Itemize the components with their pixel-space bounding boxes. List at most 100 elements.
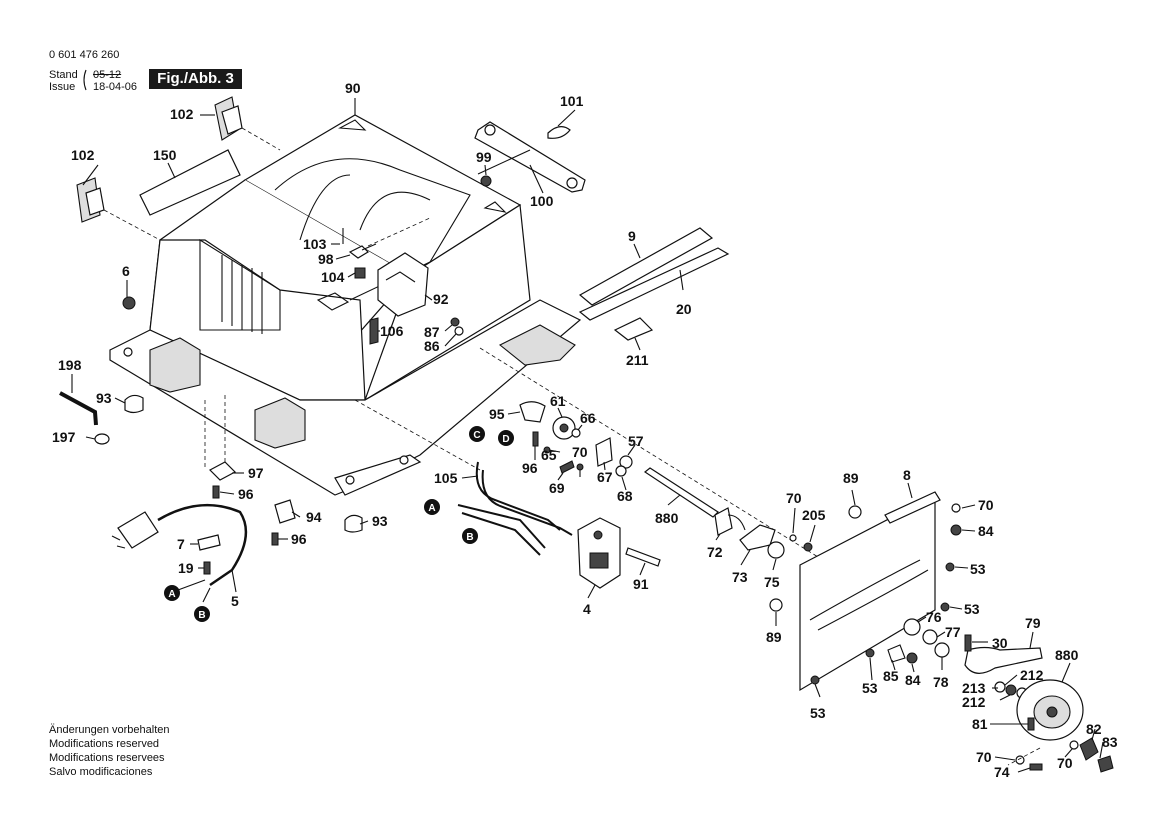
callout: 75 <box>764 574 780 590</box>
callout: 8 <box>903 467 911 483</box>
pivot-parts <box>714 507 813 559</box>
callout-labels: 90 102 102 150 101 99 100 103 98 104 92 … <box>52 80 1118 780</box>
callout: 84 <box>978 523 994 539</box>
label-150 <box>139 149 241 216</box>
callout: 102 <box>71 147 95 163</box>
callout: 93 <box>372 513 388 529</box>
callout: 102 <box>170 106 194 122</box>
callout: 78 <box>933 674 949 690</box>
callout: 94 <box>306 509 322 525</box>
callout: 213 <box>962 680 986 696</box>
callout: 880 <box>655 510 679 526</box>
callout: 9 <box>628 228 636 244</box>
callout: 84 <box>905 672 921 688</box>
callout: 150 <box>153 147 177 163</box>
callout: 67 <box>597 469 613 485</box>
callout: 70 <box>976 749 992 765</box>
leader-lines <box>71 98 1104 773</box>
callout: 19 <box>178 560 194 576</box>
callout: 96 <box>238 486 254 502</box>
stand-date: 05-12 <box>93 69 122 81</box>
callout: 100 <box>530 193 554 209</box>
callout: 70 <box>572 444 588 460</box>
callout: 72 <box>707 544 723 560</box>
angle-plate-8 <box>769 491 941 692</box>
nut-6 <box>122 296 136 310</box>
callout: 105 <box>434 470 458 486</box>
shaft-880 <box>643 467 719 518</box>
callout: 65 <box>541 447 557 463</box>
switch-assembly <box>577 517 661 589</box>
callout: 68 <box>617 488 633 504</box>
callout: 101 <box>560 93 584 109</box>
callout: 91 <box>633 576 649 592</box>
callout: 85 <box>883 668 899 684</box>
callout: 205 <box>802 507 826 523</box>
callout: 81 <box>972 716 988 732</box>
callout: 79 <box>1025 615 1041 631</box>
hex-key-and-feet <box>59 391 363 533</box>
connector-marker-d: D <box>498 430 514 446</box>
callout: 70 <box>978 497 994 513</box>
saw-housing <box>109 114 582 496</box>
issue-date: 18-04-06 <box>93 81 138 93</box>
callout: 93 <box>96 390 112 406</box>
callout: 74 <box>994 764 1010 780</box>
callout: 212 <box>1020 667 1044 683</box>
issue-label: Issue <box>49 81 76 93</box>
callout: 197 <box>52 429 76 445</box>
callout: 30 <box>992 635 1008 651</box>
connector-marker-a: A <box>424 499 440 515</box>
part-number: 0 601 476 260 <box>49 49 120 61</box>
callout: 70 <box>1057 755 1073 771</box>
callout: 4 <box>583 601 591 617</box>
power-cable <box>111 503 248 587</box>
callout: 103 <box>303 236 327 252</box>
footer-notes: Änderungen vorbehalten Modifications res… <box>49 723 169 779</box>
svg-text:A: A <box>168 589 175 600</box>
gear-and-bracket-parts <box>519 401 633 477</box>
connector-marker-b: B <box>462 528 478 544</box>
callout: 76 <box>926 609 942 625</box>
footer-line: Änderungen vorbehalten <box>49 724 170 736</box>
callout: 99 <box>476 149 492 165</box>
power-cords <box>457 461 573 556</box>
callout: 98 <box>318 251 334 267</box>
callout: 96 <box>291 531 307 547</box>
connector-marker-a: A <box>164 585 180 601</box>
callout: 5 <box>231 593 239 609</box>
callout: 57 <box>628 433 644 449</box>
footer-line: Modifications reserved <box>49 738 160 750</box>
callout: 7 <box>177 536 185 552</box>
scale-strips <box>479 227 921 621</box>
callout: 97 <box>248 465 264 481</box>
connector-marker-b: B <box>194 606 210 622</box>
callout: 53 <box>810 705 826 721</box>
callout: 20 <box>676 301 692 317</box>
callout: 89 <box>766 629 782 645</box>
callout: 95 <box>489 406 505 422</box>
callout: 53 <box>862 680 878 696</box>
bracket-bar-assembly <box>474 121 586 193</box>
callout: 61 <box>550 393 566 409</box>
callout: 82 <box>1086 721 1102 737</box>
callout: 211 <box>626 352 649 368</box>
plate-screws <box>810 503 962 685</box>
callout: 90 <box>345 80 361 96</box>
connector-markers: C D A B A B <box>164 426 514 622</box>
callout: 106 <box>380 323 404 339</box>
callout: 198 <box>58 357 82 373</box>
callout: 53 <box>970 561 986 577</box>
callout: 880 <box>1055 647 1079 663</box>
callout: 92 <box>433 291 449 307</box>
callout: 6 <box>122 263 130 279</box>
callout: 86 <box>424 338 440 354</box>
switch-box-assembly <box>342 217 464 345</box>
callout: 66 <box>580 410 596 426</box>
callout: 73 <box>732 569 748 585</box>
callout: 212 <box>962 694 986 710</box>
svg-text:A: A <box>428 503 435 514</box>
callout: 83 <box>1102 734 1118 750</box>
clip-parts <box>76 96 281 241</box>
